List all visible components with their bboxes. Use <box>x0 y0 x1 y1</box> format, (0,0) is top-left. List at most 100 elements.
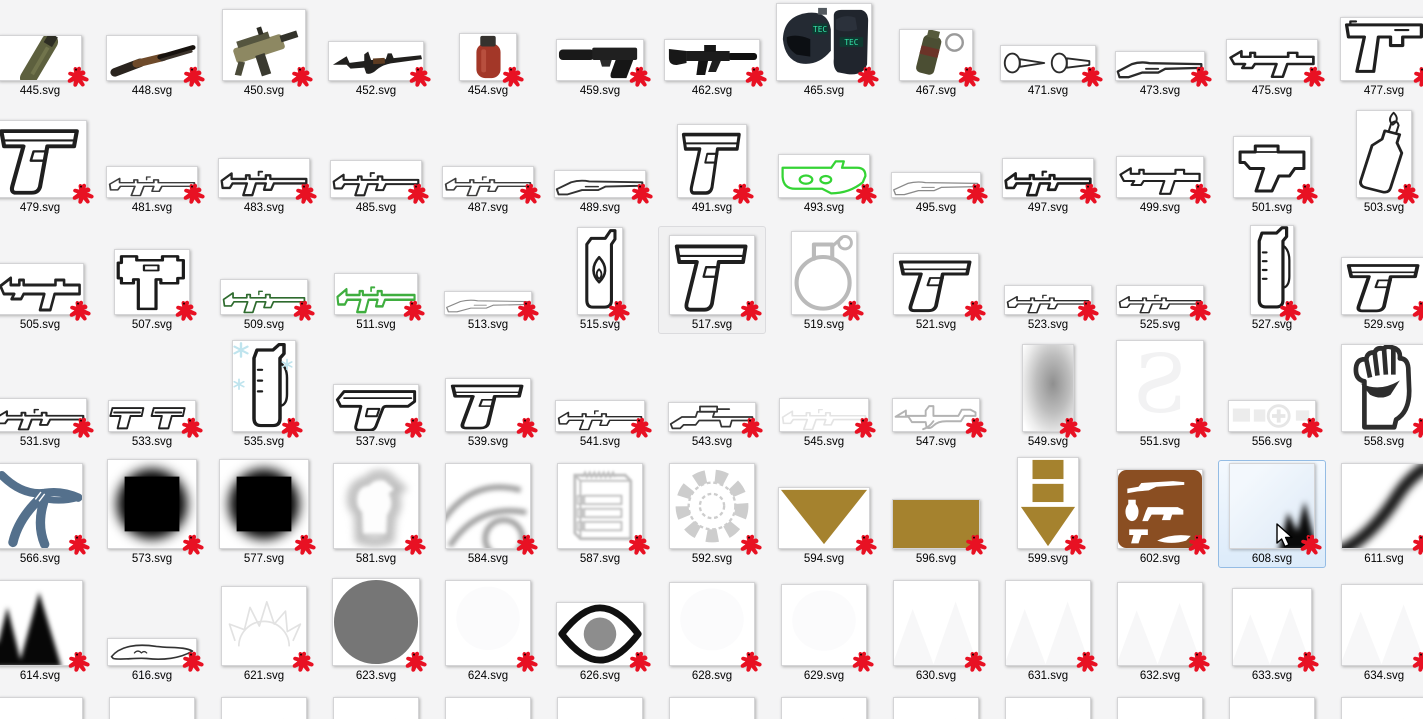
file-item-624[interactable]: 624.svg <box>432 567 544 684</box>
file-item-454[interactable]: 454.svg <box>432 0 544 99</box>
file-item-partial[interactable] <box>656 684 768 719</box>
file-item-584[interactable]: 584.svg <box>432 450 544 567</box>
file-item-529[interactable]: 529.svg <box>1328 216 1423 333</box>
file-item-587[interactable]: 587.svg <box>544 450 656 567</box>
file-item-629[interactable]: 629.svg <box>768 567 880 684</box>
file-item-556[interactable]: 556.svg <box>1216 333 1328 450</box>
file-item-577[interactable]: 577.svg <box>208 450 320 567</box>
file-item-partial[interactable] <box>1328 684 1423 719</box>
file-item-467[interactable]: 467.svg <box>880 0 992 99</box>
file-item-partial[interactable] <box>320 684 432 719</box>
file-item-473[interactable]: 473.svg <box>1104 0 1216 99</box>
file-item-517[interactable]: 517.svg <box>656 216 768 334</box>
file-name-label: 549.svg <box>1027 436 1069 448</box>
file-item-509[interactable]: 509.svg <box>208 216 320 333</box>
file-item-477[interactable]: 477.svg <box>1328 0 1423 99</box>
file-item-partial[interactable] <box>432 684 544 719</box>
thumbnail-frame <box>0 35 89 87</box>
file-item-515[interactable]: 515.svg <box>544 216 656 333</box>
file-item-483[interactable]: 483.svg <box>208 99 320 216</box>
file-item-445[interactable]: 445.svg <box>0 0 96 99</box>
file-item-547[interactable]: 547.svg <box>880 333 992 450</box>
file-item-513[interactable]: 513.svg <box>432 216 544 333</box>
file-item-partial[interactable] <box>96 684 208 719</box>
file-item-537[interactable]: 537.svg <box>320 333 432 450</box>
faint-v-icon <box>1229 697 1315 719</box>
file-item-487[interactable]: 487.svg <box>432 99 544 216</box>
file-item-519[interactable]: 519.svg <box>768 216 880 333</box>
file-item-535[interactable]: 535.svg <box>208 333 320 450</box>
file-item-partial[interactable] <box>1104 684 1216 719</box>
file-item-503[interactable]: 503.svg <box>1328 99 1423 216</box>
file-item-634[interactable]: 634.svg <box>1328 567 1423 684</box>
file-item-628[interactable]: 628.svg <box>656 567 768 684</box>
file-item-608[interactable]: 608.svg <box>1216 450 1328 568</box>
file-item-partial[interactable] <box>992 684 1104 719</box>
file-item-491[interactable]: 491.svg <box>656 99 768 216</box>
file-item-450[interactable]: 450.svg <box>208 0 320 99</box>
file-item-523[interactable]: 523.svg <box>992 216 1104 333</box>
file-name-label: 602.svg <box>1139 553 1181 565</box>
file-item-452[interactable]: 452.svg <box>320 0 432 99</box>
file-item-489[interactable]: 489.svg <box>544 99 656 216</box>
file-item-543[interactable]: 543.svg <box>656 333 768 450</box>
file-item-558[interactable]: 558.svg <box>1328 333 1423 450</box>
file-item-626[interactable]: 626.svg <box>544 567 656 684</box>
file-item-partial[interactable] <box>544 684 656 719</box>
file-item-485[interactable]: 485.svg <box>320 99 432 216</box>
file-item-499[interactable]: 499.svg <box>1104 99 1216 216</box>
file-item-507[interactable]: 507.svg <box>96 216 208 333</box>
file-item-632[interactable]: 632.svg <box>1104 567 1216 684</box>
file-item-566[interactable]: 566.svg <box>0 450 96 567</box>
file-item-462[interactable]: 462.svg <box>656 0 768 99</box>
file-item-602[interactable]: 602.svg <box>1104 450 1216 567</box>
file-item-partial[interactable] <box>1216 684 1328 719</box>
file-item-475[interactable]: 475.svg <box>1216 0 1328 99</box>
file-item-479[interactable]: 479.svg <box>0 99 96 216</box>
file-item-511[interactable]: 511.svg <box>320 216 432 333</box>
file-item-533[interactable]: 533.svg <box>96 333 208 450</box>
file-item-599[interactable]: 599.svg <box>992 450 1104 567</box>
file-item-521[interactable]: 521.svg <box>880 216 992 333</box>
file-item-partial[interactable] <box>208 684 320 719</box>
file-item-621[interactable]: 621.svg <box>208 567 320 684</box>
file-item-448[interactable]: 448.svg <box>96 0 208 99</box>
file-item-471[interactable]: 471.svg <box>992 0 1104 99</box>
file-item-594[interactable]: 594.svg <box>768 450 880 567</box>
faint-v-icon <box>221 697 307 719</box>
file-item-631[interactable]: 631.svg <box>992 567 1104 684</box>
file-item-partial[interactable] <box>880 684 992 719</box>
file-item-541[interactable]: 541.svg <box>544 333 656 450</box>
file-name-label: 454.svg <box>467 85 509 97</box>
file-item-596[interactable]: 596.svg <box>880 450 992 567</box>
file-item-614[interactable]: 614.svg <box>0 567 96 684</box>
file-item-581[interactable]: 581.svg <box>320 450 432 567</box>
file-item-partial[interactable] <box>0 684 96 719</box>
rifle-outline-icon <box>334 273 418 315</box>
file-item-531[interactable]: 531.svg <box>0 333 96 450</box>
thumbnail-frame <box>106 166 205 204</box>
file-item-459[interactable]: 459.svg <box>544 0 656 99</box>
file-item-549[interactable]: 549.svg <box>992 333 1104 450</box>
file-item-525[interactable]: 525.svg <box>1104 216 1216 333</box>
file-item-497[interactable]: 497.svg <box>992 99 1104 216</box>
file-item-481[interactable]: 481.svg <box>96 99 208 216</box>
file-item-539[interactable]: 539.svg <box>432 333 544 450</box>
file-item-partial[interactable] <box>768 684 880 719</box>
file-item-630[interactable]: 630.svg <box>880 567 992 684</box>
file-item-501[interactable]: 501.svg <box>1216 99 1328 216</box>
file-item-592[interactable]: 592.svg <box>656 450 768 567</box>
file-name-label: 483.svg <box>243 202 285 214</box>
file-item-616[interactable]: 616.svg <box>96 567 208 684</box>
file-item-633[interactable]: 633.svg <box>1216 567 1328 684</box>
file-item-573[interactable]: 573.svg <box>96 450 208 567</box>
file-item-545[interactable]: 545.svg <box>768 333 880 450</box>
file-item-493[interactable]: 493.svg <box>768 99 880 216</box>
file-item-611[interactable]: 611.svg <box>1328 450 1423 567</box>
file-item-505[interactable]: 505.svg <box>0 216 96 333</box>
file-item-495[interactable]: 495.svg <box>880 99 992 216</box>
file-item-623[interactable]: 623.svg <box>320 567 432 684</box>
file-item-527[interactable]: 527.svg <box>1216 216 1328 333</box>
